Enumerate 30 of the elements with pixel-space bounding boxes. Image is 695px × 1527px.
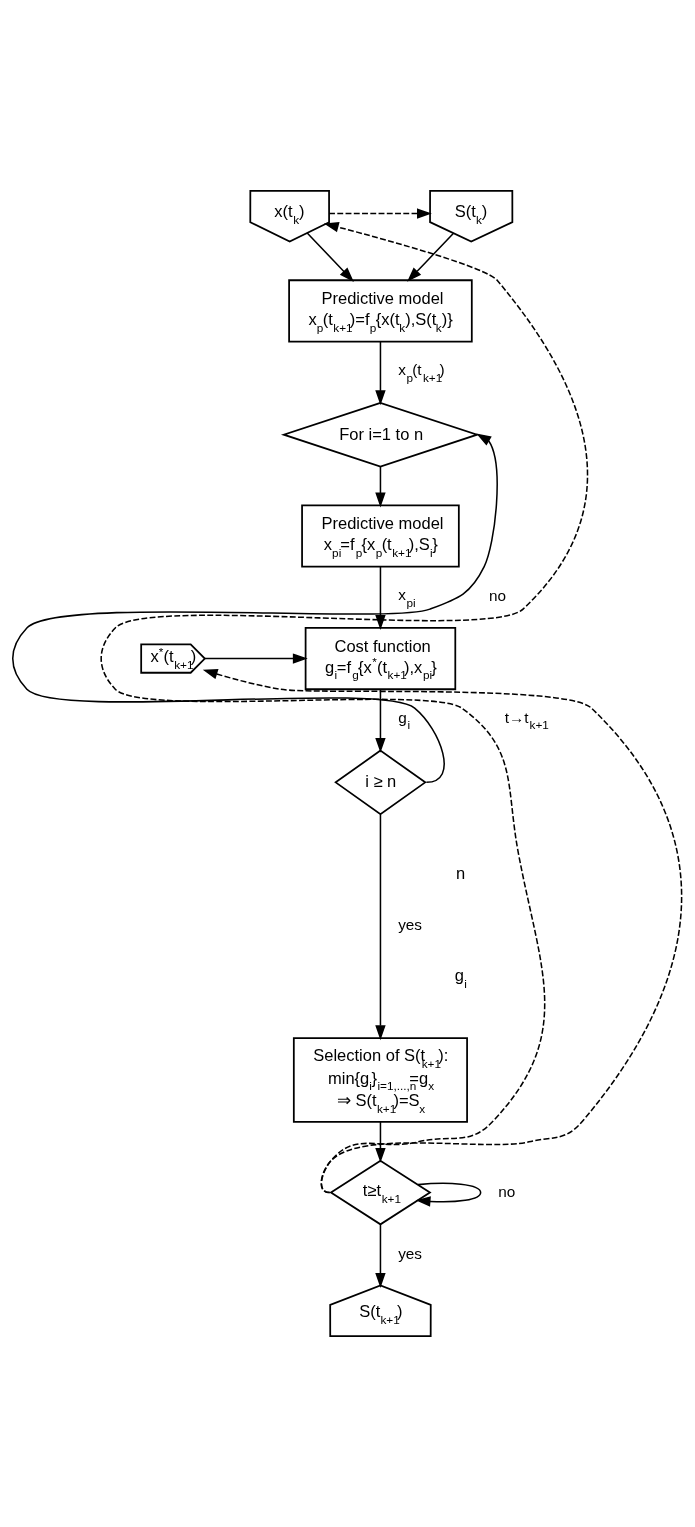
node-box: Selection of S(t$_{k+1}$): min{g$_{i}$}$_{i=1,...,n}$=g$_{x}$ ⇒ S(t$_{k+1}$)=S$_{x}$ [292, 1037, 468, 1123]
edge-label: no [488, 587, 506, 605]
arrow [375, 566, 386, 630]
arrow [202, 669, 682, 1194]
node-box: Predictive model x$_{p}$(t$_{k+1}$)=f$_{p}${x(t$_{k}$),S(t$_{k}$)} [288, 279, 473, 343]
arrow [375, 1223, 386, 1288]
arrow [204, 653, 308, 664]
arrow [375, 465, 386, 508]
node-diamond: i ≥ n [334, 749, 427, 816]
node-diamond: For i=1 to n [280, 401, 480, 468]
edge-label: no [498, 1182, 516, 1200]
node-box: Cost function g$_{i}$=f$_{g}${x$^{*}$(t$_{k+1}$),x$_{pi}$} [304, 627, 457, 691]
edge-label: yes [398, 916, 422, 934]
arrow [375, 341, 386, 406]
arrow [375, 1121, 386, 1163]
edge-label: x$_{pi}$ [398, 586, 416, 609]
arrow [12, 433, 498, 784]
edge-label: yes [398, 1245, 422, 1263]
arrow [415, 1182, 482, 1207]
label: n [455, 863, 466, 882]
arrow [328, 208, 432, 219]
label: g$_{i}$ [454, 966, 467, 990]
arrow [375, 813, 386, 1041]
edge-label: x$_{p}$(t$_{k+1}$) [398, 361, 445, 384]
arrow [306, 232, 354, 282]
edge-label: g$_{i}$ [398, 708, 411, 732]
arrow [407, 232, 455, 282]
node-box: Predictive model x$_{pi}$=f$_{p}${x$_{p}$(t$_{k+1}$),S$_{i}$} [301, 504, 460, 568]
arrow [375, 688, 386, 753]
edge-label: t→t$_{k+1}$ [504, 708, 549, 732]
